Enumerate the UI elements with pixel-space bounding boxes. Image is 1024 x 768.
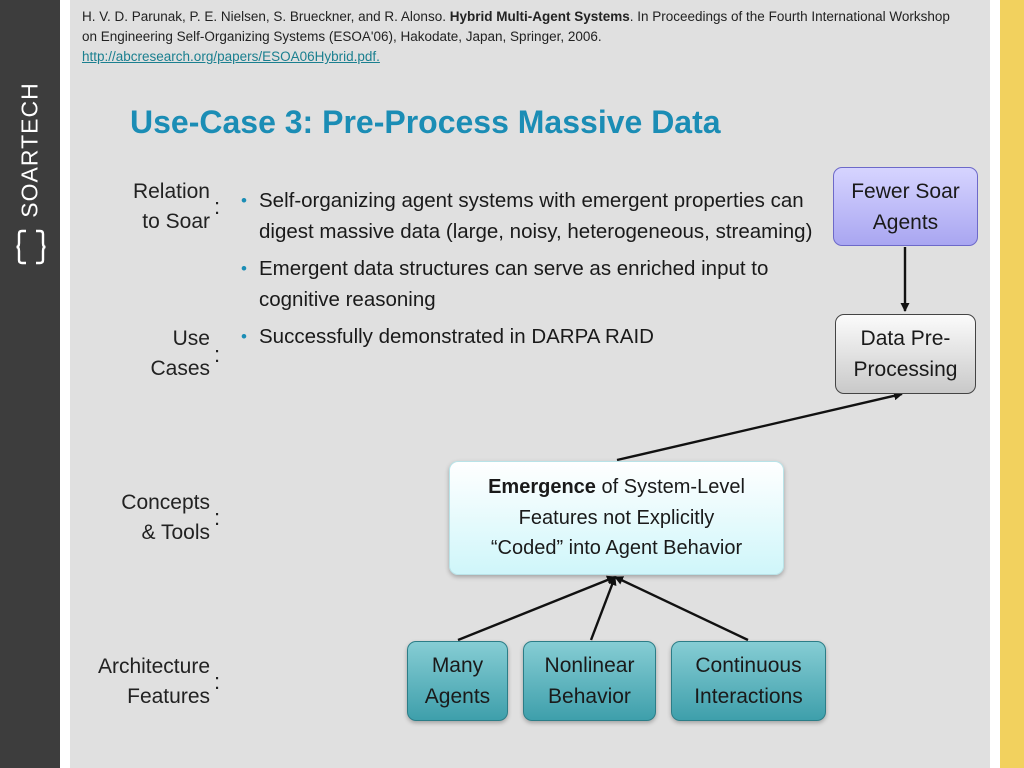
- data-preprocessing-box: Data Pre- Processing: [835, 314, 976, 394]
- row-label-use-cases-line2: Cases: [150, 357, 210, 380]
- brand-sidebar: SOARTECH: [0, 0, 60, 768]
- row-colon-use-cases: :: [214, 342, 221, 367]
- row-label-relation: Relation to Soar: [133, 177, 210, 237]
- bullet-text: Successfully demonstrated in DARPA RAID: [259, 325, 654, 348]
- right-margin: [990, 0, 1000, 768]
- bullet-text: Emergent data structures can serve as en…: [259, 257, 769, 311]
- citation-link[interactable]: http://abcresearch.org/papers/ESOA06Hybr…: [82, 49, 380, 64]
- continuous-line2: Interactions: [694, 685, 803, 708]
- bullet-list: • Self-organizing agent systems with emer…: [240, 185, 820, 358]
- nonlinear-line2: Behavior: [548, 685, 631, 708]
- list-item: • Emergent data structures can serve as e…: [240, 253, 820, 315]
- row-colon-relation: :: [214, 194, 221, 219]
- emergence-line2: Features not Explicitly: [518, 506, 715, 529]
- fewer-agents-line2: Agents: [872, 210, 939, 234]
- row-label-use-cases-line1: Use: [172, 327, 210, 350]
- row-label-architecture-line1: Architecture: [97, 655, 210, 678]
- citation-venue: . In Proceedings of the Fourth Internati…: [82, 9, 950, 44]
- many-agents-line2: Agents: [424, 685, 491, 708]
- citation-authors: H. V. D. Parunak, P. E. Nielsen, S. Brue…: [82, 9, 450, 24]
- row-label-concepts: Concepts & Tools: [121, 488, 210, 548]
- left-margin: [60, 0, 70, 768]
- preprocessing-line2: Processing: [853, 358, 958, 381]
- list-item: • Successfully demonstrated in DARPA RAID: [240, 321, 820, 352]
- brand-name: SOARTECH: [16, 82, 43, 218]
- row-label-use-cases: Use Cases: [150, 324, 210, 384]
- list-item: • Self-organizing agent systems with emer…: [240, 185, 820, 247]
- emergence-bold: Emergence: [488, 476, 596, 499]
- row-label-concepts-line2: & Tools: [141, 521, 211, 544]
- nonlinear-line1: Nonlinear: [544, 654, 635, 677]
- bullet-text: Self-organizing agent systems with emerg…: [259, 189, 813, 243]
- bullet-dot: •: [241, 259, 247, 278]
- slide-title: Use-Case 3: Pre-Process Massive Data: [130, 104, 721, 140]
- row-label-relation-line1: Relation: [132, 180, 210, 203]
- row-colon-architecture: :: [214, 669, 221, 694]
- emergence-line3: “Coded” into Agent Behavior: [490, 537, 743, 560]
- row-label-concepts-line1: Concepts: [121, 491, 210, 514]
- bullet-dot: •: [241, 191, 247, 210]
- accent-bar: [1000, 0, 1024, 768]
- fewer-agents-line1: Fewer Soar: [851, 179, 960, 203]
- row-colon-concepts: :: [214, 505, 221, 530]
- braces-icon: [16, 229, 46, 265]
- citation-paper-title: Hybrid Multi-Agent Systems: [449, 9, 630, 24]
- preprocessing-line1: Data Pre-: [860, 327, 951, 350]
- citation: H. V. D. Parunak, P. E. Nielsen, S. Brue…: [82, 7, 952, 67]
- row-label-relation-line2: to Soar: [142, 210, 210, 233]
- many-agents-line1: Many: [431, 654, 484, 677]
- row-label-architecture-line2: Features: [127, 685, 210, 708]
- emergence-line1-rest: of System-Level: [595, 476, 745, 499]
- row-label-architecture: Architecture Features: [98, 652, 210, 712]
- bullet-dot: •: [241, 327, 247, 346]
- continuous-line1: Continuous: [695, 654, 802, 677]
